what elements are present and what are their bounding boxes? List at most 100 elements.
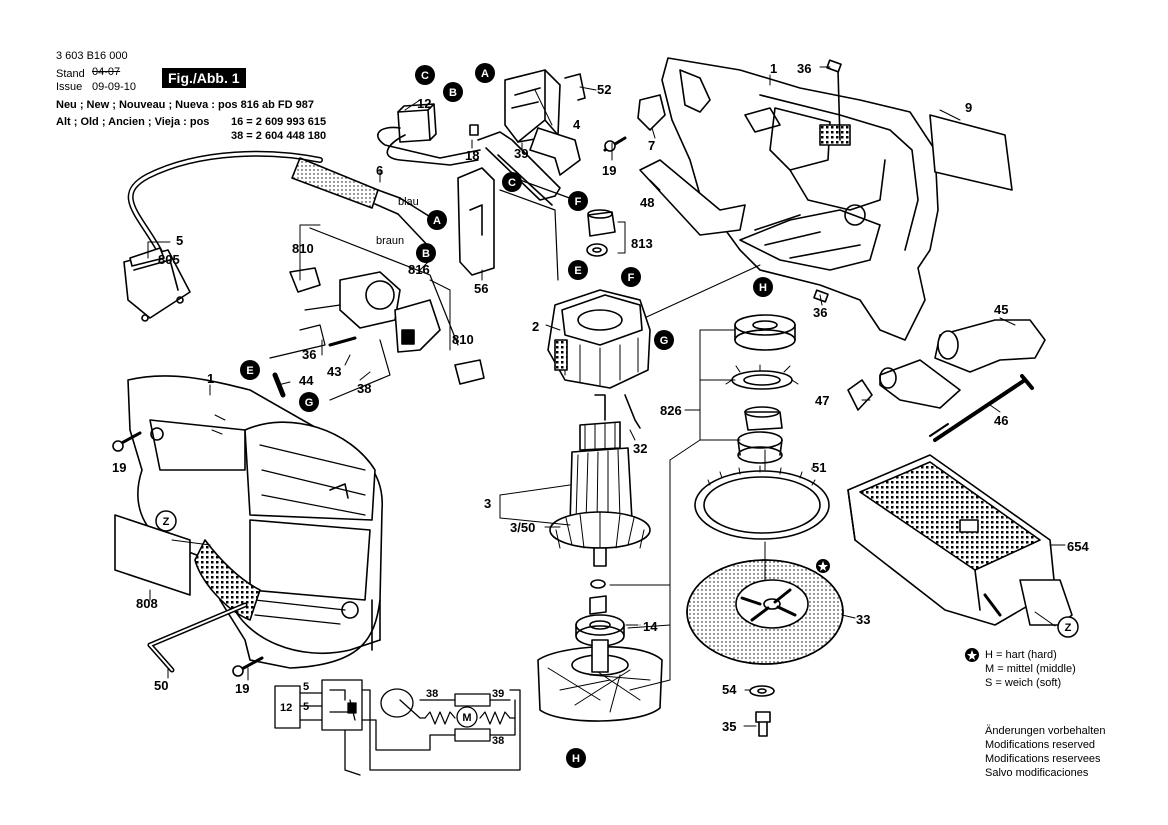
wiring-schematic [274, 679, 521, 776]
svg-text:B: B [449, 87, 457, 99]
svg-text:H: H [759, 282, 767, 294]
callout-816: 816 [408, 262, 430, 277]
callout-19-top: 19 [602, 163, 616, 178]
svg-text:C: C [421, 70, 429, 82]
callout-52: 52 [597, 82, 611, 97]
leader-lines [147, 66, 1066, 727]
svg-text:38: 38 [426, 688, 438, 700]
note-es: Salvo modificaciones [985, 767, 1089, 779]
note-fr: Modifications reservees [985, 753, 1101, 765]
issue-date: 09-09-10 [92, 81, 137, 93]
callout-19-bottom: 19 [235, 681, 249, 696]
svg-text:G: G [660, 335, 669, 347]
svg-text:Z: Z [163, 516, 170, 528]
callout-1-housing: 1 [770, 61, 777, 76]
svg-text:C: C [508, 177, 516, 189]
old-ref-16: 16 = 2 609 993 615 [231, 116, 327, 128]
housing-half-drawing [639, 57, 939, 341]
callout-19-left: 19 [112, 460, 126, 475]
svg-text:12: 12 [280, 702, 292, 714]
power-cord-drawing [123, 150, 433, 322]
fan-bearing-drawing [537, 579, 663, 722]
legend-hard: H = hart (hard) [985, 649, 1057, 661]
old-ref-38: 38 = 2 604 448 180 [231, 130, 327, 142]
callout-9: 9 [965, 100, 972, 115]
callout-12: 12 [417, 96, 431, 111]
new-version-line: Neu ; New ; Nouveau ; Nueva : pos 816 ab… [56, 99, 314, 111]
old-version-line: Alt ; Old ; Ancien ; Vieja : pos [56, 116, 210, 128]
callout-46: 46 [994, 413, 1008, 428]
bearing-813-drawing [586, 209, 616, 257]
connector-z-right: Z [1057, 616, 1079, 638]
svg-text:F: F [628, 272, 635, 284]
callout-38: 38 [357, 381, 371, 396]
cover-48-drawing [639, 159, 746, 236]
callout-805: 805 [158, 252, 180, 267]
legend-star-icon [965, 648, 979, 662]
callout-33: 33 [856, 612, 870, 627]
callout-43: 43 [327, 364, 341, 379]
callout-810-top: 810 [292, 241, 314, 256]
stator-drawing [547, 289, 651, 429]
svg-text:A: A [481, 68, 489, 80]
svg-text:E: E [574, 265, 581, 277]
callout-654: 654 [1067, 539, 1089, 554]
callout-50: 50 [154, 678, 168, 693]
callout-44: 44 [299, 373, 314, 388]
svg-text:5: 5 [303, 701, 309, 713]
figure-badge: Fig./Abb. 1 [162, 68, 246, 88]
callout-808: 808 [136, 596, 158, 611]
connector-f-stator: F [621, 267, 641, 287]
star-marker-icon [816, 559, 830, 573]
callout-36-right: 36 [813, 305, 827, 320]
side-handle-drawing [847, 319, 1046, 442]
callout-47: 47 [815, 393, 829, 408]
cable-clamp-drawing [637, 94, 666, 131]
callout-810-right: 810 [452, 332, 474, 347]
svg-text:F: F [575, 196, 582, 208]
connector-b-cord: B [416, 243, 436, 263]
callout-39: 39 [514, 146, 528, 161]
callout-36-left: 36 [302, 347, 316, 362]
svg-text:H: H [572, 753, 580, 765]
stand-date: 04-07 [92, 66, 121, 78]
svg-text:B: B [422, 248, 430, 260]
connector-e-stator: E [568, 260, 588, 280]
legend-soft: S = weich (soft) [985, 677, 1062, 689]
callout-45: 45 [994, 302, 1008, 317]
screw-35-drawing [755, 711, 771, 723]
legend-middle: M = mittel (middle) [985, 663, 1076, 675]
callout-2: 2 [532, 319, 539, 334]
callout-3-50: 3/50 [510, 520, 535, 535]
connector-z-left: Z [155, 510, 177, 532]
connector-b-top: B [443, 82, 463, 102]
wire-label-blue: blau [398, 196, 419, 208]
sealing-ring-drawing [694, 470, 830, 540]
dust-box-drawing [847, 454, 1073, 626]
connector-g-brush: G [299, 392, 319, 412]
callout-14: 14 [643, 619, 658, 634]
cover-56-drawing [457, 167, 495, 276]
callout-51: 51 [812, 460, 826, 475]
svg-text:39: 39 [492, 688, 504, 700]
note-en: Modifications reserved [985, 739, 1096, 751]
label-plate-drawing [929, 114, 1013, 191]
callout-5: 5 [176, 233, 183, 248]
svg-text:A: A [433, 215, 441, 227]
connector-e-brush: E [240, 360, 260, 380]
callout-4: 4 [573, 117, 581, 132]
connector-c-top: C [415, 65, 435, 85]
callout-813: 813 [631, 236, 653, 251]
connector-c-mid: C [502, 172, 522, 192]
svg-text:G: G [305, 397, 314, 409]
callout-54: 54 [722, 682, 737, 697]
callout-18: 18 [465, 148, 479, 163]
callout-56: 56 [474, 281, 488, 296]
callout-7: 7 [648, 138, 655, 153]
armature-drawing [549, 394, 651, 567]
callout-35: 35 [722, 719, 736, 734]
callout-48: 48 [640, 195, 654, 210]
connector-a-top: A [475, 63, 495, 83]
note-de: Änderungen vorbehalten [985, 725, 1106, 737]
svg-text:Z: Z [1065, 622, 1072, 634]
